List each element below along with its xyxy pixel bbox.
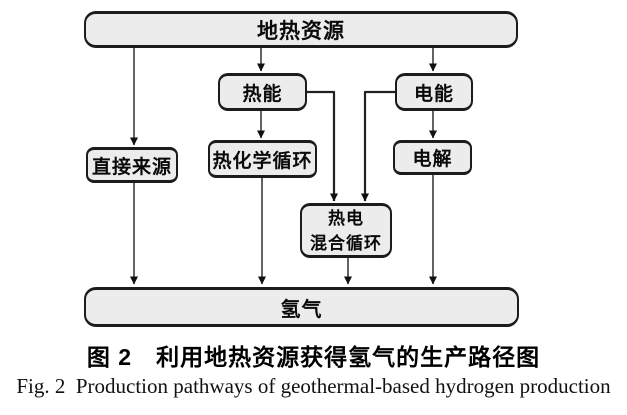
- node-hydrogen: 氢气: [84, 287, 519, 327]
- edge-thermal-hybrid: [307, 90, 338, 202]
- node-electric-energy: 电能: [395, 73, 473, 111]
- node-electrolysis: 电解: [393, 140, 472, 175]
- edge-electric-hybrid: [361, 90, 395, 202]
- node-thermochemical-cycle: 热化学循环: [208, 140, 317, 178]
- node-geothermal-resources: 地热资源: [84, 11, 518, 48]
- figure-caption-chinese: 图 2 利用地热资源获得氢气的生产路径图: [86, 344, 541, 370]
- node-direct-source: 直接来源: [86, 147, 178, 183]
- node-thermoelectric-hybrid-cycle: 热电 混合循环: [300, 203, 392, 258]
- node-thermal-energy: 热能: [218, 73, 307, 111]
- figure-caption-english: Fig. 2 Production pathways of geothermal…: [16, 374, 611, 398]
